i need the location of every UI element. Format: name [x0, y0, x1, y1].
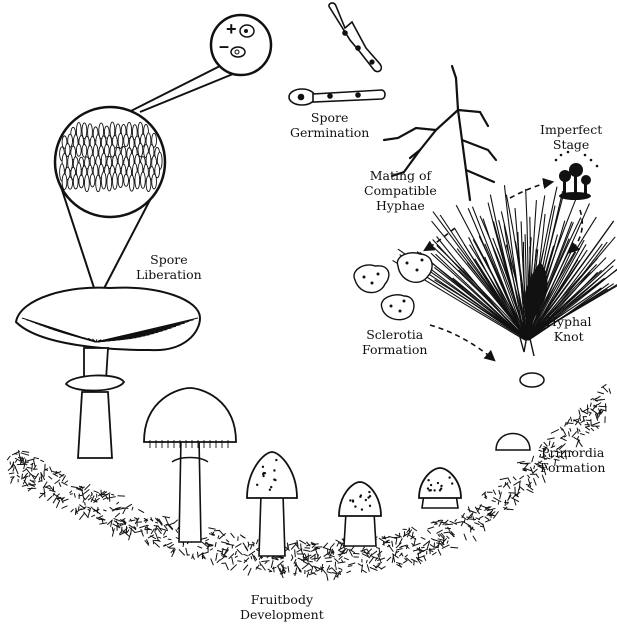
label-spore-germination-line2: Germination: [290, 125, 369, 140]
label-sclerotia-line2: Formation: [362, 342, 427, 357]
label-imperfect-stage: Imperfect Stage: [540, 122, 602, 152]
label-sclerotia-line1: Sclerotia: [362, 327, 427, 342]
fruitbody-stages: [144, 388, 461, 556]
label-imperfect-stage-line2: Stage: [540, 137, 602, 152]
sclerotia: [354, 253, 432, 320]
label-mating-line3: Hyphae: [364, 198, 437, 213]
label-spore-germination-line1: Spore: [290, 110, 369, 125]
gill-cells: [60, 122, 163, 192]
germinating-spores: [289, 3, 385, 105]
label-fruitbody: Fruitbody Development: [240, 592, 324, 622]
label-fruitbody-line2: Development: [240, 607, 324, 622]
label-mating: Mating of Compatible Hyphae: [364, 168, 437, 213]
label-mating-line1: Mating of: [364, 168, 437, 183]
label-primordia: Primordia Formation: [540, 445, 605, 475]
label-imperfect-stage-line1: Imperfect: [540, 122, 602, 137]
label-hyphal-knot: Hyphal Knot: [546, 314, 591, 344]
label-spore-liberation-line2: Liberation: [136, 267, 202, 282]
label-primordia-line1: Primordia: [540, 445, 605, 460]
label-fruitbody-line1: Fruitbody: [240, 592, 324, 607]
primordia: [496, 373, 544, 450]
minus-sign: –: [219, 36, 229, 56]
label-hyphal-knot-line2: Knot: [546, 329, 591, 344]
label-sclerotia: Sclerotia Formation: [362, 327, 427, 357]
label-spore-liberation: Spore Liberation: [136, 252, 202, 282]
label-spore-liberation-line1: Spore: [136, 252, 202, 267]
label-mating-line2: Compatible: [364, 183, 437, 198]
label-hyphal-knot-line1: Hyphal: [546, 314, 591, 329]
label-primordia-line2: Formation: [540, 460, 605, 475]
imperfect-stage-conidiophores: [555, 151, 599, 200]
label-spore-germination: Spore Germination: [290, 110, 369, 140]
